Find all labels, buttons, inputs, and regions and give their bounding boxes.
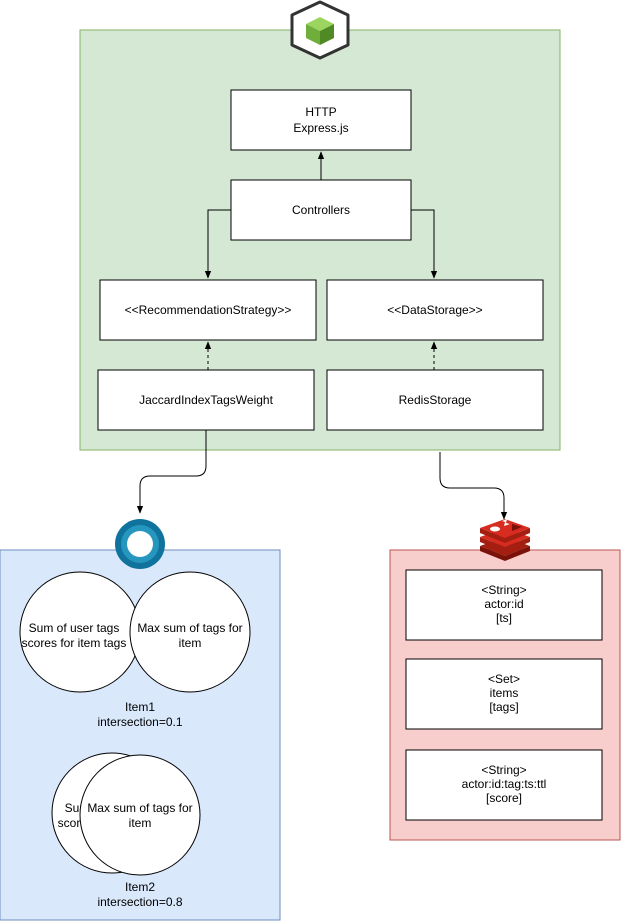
express-label: Express.js [293, 121, 348, 135]
controllers-box [230, 179, 412, 241]
item1-max-sum-circle [129, 571, 251, 693]
item2-right-line2: item [129, 816, 152, 830]
nodejs-hexagon-icon [290, 0, 350, 60]
redis-key-3-type: <String> [481, 763, 526, 777]
item1-right-line1: Max sum of tags for [137, 621, 242, 635]
item2-max-sum-circle [79, 754, 201, 876]
redis-key-3-value: [score] [486, 791, 522, 805]
data-storage-label: <<DataStorage>> [387, 303, 482, 317]
http-express-box [230, 89, 412, 151]
redis-key-2-type: <Set> [488, 672, 520, 686]
item2-name: Item2 [125, 880, 155, 894]
redis-key-2-name: items [490, 686, 519, 700]
item1-intersection: intersection=0.1 [97, 715, 182, 729]
data-storage-box [326, 279, 544, 341]
redis-key-1-name: actor:id [484, 597, 523, 611]
redis-key-3-name: actor:id:tag:ts:ttl [462, 777, 547, 791]
controllers-to-storage-arrow [411, 209, 438, 279]
redis-key-1-type: <String> [481, 583, 526, 597]
item1-right-line2: item [179, 636, 202, 650]
item2-intersection: intersection=0.8 [97, 895, 182, 909]
redis-key-box-3 [405, 749, 603, 821]
redis-stack-icon [480, 519, 530, 561]
redis-storage-label: RedisStorage [399, 393, 472, 407]
redis-key-1-value: [ts] [496, 611, 512, 625]
item1-left-line2: scores for item tags [22, 636, 127, 650]
http-label: HTTP [305, 105, 336, 119]
redis-key-box-2 [405, 658, 603, 730]
redis-key-box-1 [405, 569, 603, 641]
redis-storage-to-redis-arrow [439, 452, 508, 520]
jaccard-to-ml-arrow [136, 430, 207, 514]
jaccard-box [97, 369, 315, 431]
ring-icon [115, 519, 165, 569]
recommendation-strategy-box [99, 279, 317, 341]
controllers-label: Controllers [292, 203, 350, 217]
item1-left-line1: Sum of user tags [29, 621, 120, 635]
controllers-to-strategy-arrow [204, 209, 231, 279]
item1-name: Item1 [125, 700, 155, 714]
recommendation-strategy-label: <<RecommendationStrategy>> [125, 303, 292, 317]
redis-storage-box [326, 369, 544, 431]
item2-right-line1: Max sum of tags for [87, 801, 192, 815]
jaccard-label: JaccardIndexTagsWeight [139, 393, 274, 407]
redis-key-2-value: [tags] [489, 700, 518, 714]
